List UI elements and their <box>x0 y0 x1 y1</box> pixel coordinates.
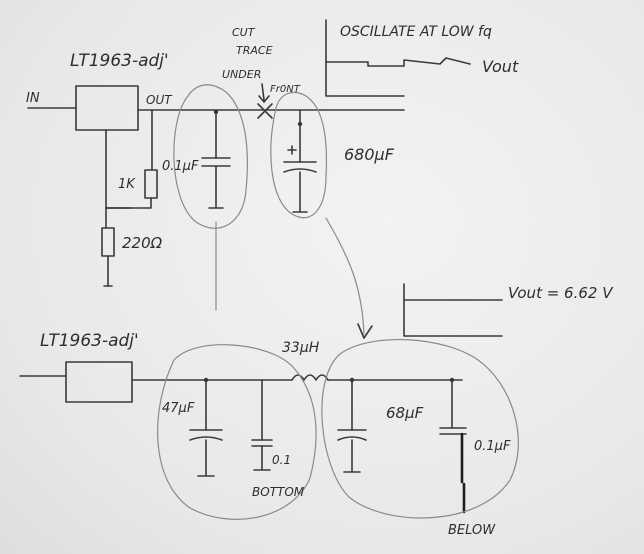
bottom-cap4-label: 0.1µF <box>474 439 511 454</box>
bottom-cap3-label: 68µF <box>386 404 424 422</box>
top-r2-label: 220Ω <box>122 234 163 252</box>
top-cap2-ground <box>292 171 308 213</box>
link-arrow-head <box>357 323 373 339</box>
bottom-cap1-ground <box>197 439 215 477</box>
top-adj-wire <box>105 129 131 209</box>
bottom-inductor <box>291 374 329 381</box>
top-cap1-label: 0.1µF <box>162 159 199 174</box>
top-cap2-outline <box>270 91 328 219</box>
top-ic-label: LT1963-adj' <box>70 51 169 71</box>
top-regulator-box <box>75 85 139 131</box>
bottom-note-bottom: BOTTOM <box>252 485 305 499</box>
bottom-inductor-label: 33µH <box>282 340 320 356</box>
top-cap2-polarity <box>287 145 297 155</box>
top-cap1-ground <box>208 165 224 209</box>
cut-trace-line1: CUT <box>232 26 256 39</box>
top-cap2-plate-b <box>283 168 317 173</box>
top-out-label: OUT <box>146 93 173 107</box>
cut-trace-arrow <box>258 83 270 103</box>
top-circuit <box>27 19 471 287</box>
bottom-circuit <box>19 283 519 520</box>
top-in-label: IN <box>26 91 40 106</box>
top-scope-title: OSCILLATE AT LOW fq <box>340 24 492 40</box>
bottom-cap1-plate-b <box>189 436 223 441</box>
top-r1-resistor <box>144 169 158 199</box>
cut-trace-line2: TRACE <box>236 44 273 57</box>
bottom-cap2-ground <box>253 445 271 471</box>
bottom-regulator-box <box>65 361 133 403</box>
top-scope-axes <box>325 19 405 97</box>
link-cap2-down <box>325 217 365 335</box>
bottom-note-below: BELOW <box>448 523 496 538</box>
bottom-right-outline <box>321 338 519 519</box>
cut-trace-mark <box>257 103 273 119</box>
cut-trace-note: Fr0NT <box>270 84 301 95</box>
cut-trace-line3: UNDER <box>222 68 261 81</box>
top-cap2-label: 680µF <box>344 145 395 164</box>
bottom-cap3-plate-b <box>337 436 367 441</box>
bottom-scope-trace-label: Vout = 6.62 V <box>508 284 614 302</box>
bottom-left-outline <box>157 344 317 520</box>
bottom-cap3-ground <box>343 439 361 473</box>
top-scope-trace <box>325 57 471 67</box>
top-r2-resistor <box>101 227 115 257</box>
top-scope-trace-label: Vout <box>482 57 519 76</box>
top-r1-wire-bottom <box>105 197 152 209</box>
bottom-ic-label: LT1963-adj' <box>40 331 139 351</box>
bottom-cap2-plates <box>251 439 273 447</box>
top-r1-label: 1K <box>118 177 136 192</box>
bottom-scope-axes <box>403 283 503 337</box>
bottom-cap1-label: 47µF <box>162 401 195 416</box>
top-cap1-outline <box>173 84 248 229</box>
bottom-cap2-label: 0.1 <box>272 453 291 467</box>
